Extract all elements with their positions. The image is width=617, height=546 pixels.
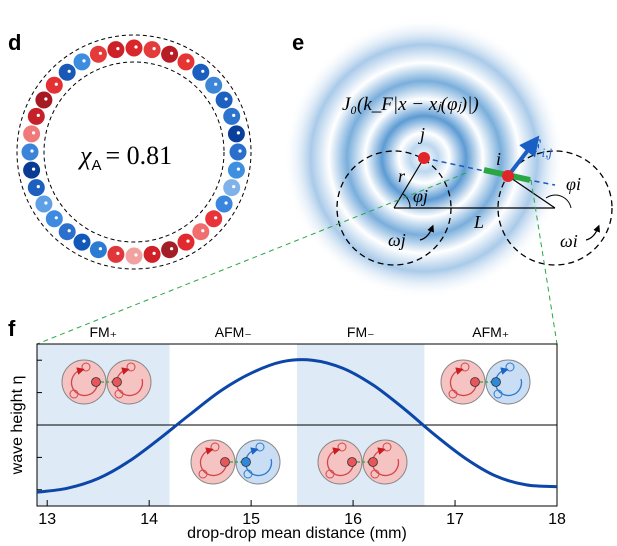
ring-drop [229, 143, 247, 161]
ring-drop [192, 223, 210, 241]
x-tick-label: 16 [344, 511, 362, 528]
ring-drop [107, 41, 125, 59]
label-j: j [418, 124, 425, 144]
ring-drop [21, 143, 39, 161]
label-omega-j: ωj [388, 230, 406, 250]
ring-outer [16, 34, 252, 270]
zoom-line-right [530, 179, 558, 345]
ring-inner [43, 61, 225, 243]
ring-drop [89, 45, 107, 63]
ring-drop [73, 233, 91, 251]
x-tick-label: 17 [446, 511, 464, 528]
orbit-icon-red [317, 439, 363, 485]
angle-arc-i [545, 194, 572, 209]
ring-drop [223, 179, 241, 197]
ring-drop [143, 41, 161, 59]
rotation-arrow-i [585, 224, 601, 241]
ring-drop [125, 39, 143, 57]
panel-e-label: e [292, 30, 304, 55]
ring-drop [192, 63, 210, 81]
ring-drop [227, 161, 245, 179]
ring-drop [177, 53, 195, 71]
svg-text:χA= 0.81: χA= 0.81 [77, 141, 172, 174]
panel-d-label: d [8, 30, 21, 55]
region-label: FM₊ [89, 324, 117, 340]
label-phi-j: φj [413, 186, 428, 206]
ring-drop [161, 241, 179, 259]
wave-curve [36, 358, 558, 494]
drop-pair-icon [190, 439, 281, 485]
label-i: i [496, 149, 501, 169]
drop-j [418, 152, 430, 164]
ring-drop [23, 125, 41, 143]
ring-drop [125, 247, 143, 265]
ring-drop [161, 45, 179, 63]
separation-ext [507, 175, 556, 186]
force-subscript: i,j [542, 145, 553, 160]
label-phi-i: φi [566, 174, 581, 194]
ring-drop [45, 210, 63, 228]
x-tick-label: 13 [38, 511, 56, 528]
drop-i [502, 170, 514, 182]
ring-drop [215, 195, 233, 213]
ring-drop [205, 76, 223, 94]
chi-value: = 0.81 [105, 141, 172, 170]
svg-text:Fi,j: Fi,j [530, 136, 552, 160]
chi-symbol: χ [77, 141, 92, 170]
ring-drop [89, 241, 107, 259]
x-tick-label: 15 [242, 511, 260, 528]
orbit-i [497, 150, 613, 266]
ring-drop [35, 91, 53, 109]
region-label: FM₋ [347, 324, 375, 340]
bessel-label: J₀(k_F|x − xⱼ(φⱼ)|) [342, 94, 479, 115]
force-label: F [530, 136, 542, 157]
region-label: AFM₋ [215, 324, 252, 340]
orbit-icon-red [106, 359, 152, 405]
y-axis-label: wave height η [9, 376, 26, 476]
zoom-line-left [36, 172, 467, 345]
ring-drop [58, 63, 76, 81]
ring-drop [73, 53, 91, 71]
drop-pair-icon [61, 359, 152, 405]
ring-drop [27, 179, 45, 197]
rotation-arrow-j [419, 224, 435, 241]
plot-area: 13 14 15 16 17 18 FM₊ AFM₋ FM₋ AFM₊ [36, 324, 566, 528]
angle-arc-j [402, 193, 411, 209]
ring-drop [223, 107, 241, 125]
ring-drop [177, 233, 195, 251]
chi-subscript: A [91, 157, 101, 174]
x-tick-label: 14 [140, 511, 158, 528]
ring-drop [143, 245, 161, 263]
x-tick-label: 18 [548, 511, 566, 528]
ring-drop [205, 210, 223, 228]
panel-f-label: f [8, 316, 16, 341]
ring-drop [45, 76, 63, 94]
label-omega-i: ωi [560, 231, 578, 251]
ring-drop [215, 91, 233, 109]
drop-pair-icon [440, 359, 531, 405]
ring-drop [227, 125, 245, 143]
x-axis-label: drop-drop mean distance (mm) [187, 525, 407, 542]
ring-drop [107, 245, 125, 263]
label-L: L [473, 212, 484, 232]
orbit-icon-blue [235, 439, 281, 485]
force-arrow [506, 135, 540, 178]
drop-pair-icon [317, 439, 408, 485]
ring-drop [27, 107, 45, 125]
orbit-icon-red [440, 359, 486, 405]
ring-drop [58, 223, 76, 241]
label-r: r [398, 166, 406, 186]
ring-drop [35, 195, 53, 213]
ring-drop [23, 161, 41, 179]
region-label: AFM₊ [472, 324, 509, 340]
radius-i [507, 175, 556, 209]
ring-drops [21, 39, 247, 265]
